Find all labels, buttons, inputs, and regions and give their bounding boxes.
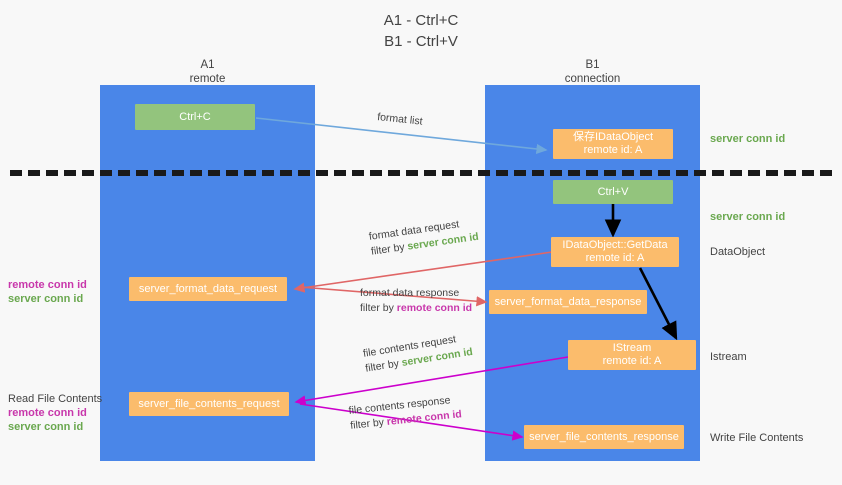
edge-label-format-data-response-token: remote conn id (396, 302, 473, 314)
node-istream-line1: IStream (612, 342, 652, 354)
side-label-dataobject: DataObject (710, 246, 766, 258)
node-server-format-data-response-line1: server_format_data_response (494, 295, 642, 308)
node-server-file-contents-request[interactable]: server_file_contents_request (129, 392, 289, 416)
node-ctrl-c-line1: Ctrl+C (179, 110, 211, 123)
diagram-title: A1 - Ctrl+C B1 - Ctrl+V (0, 10, 842, 52)
node-server-file-contents-response-line1: server_file_contents_response (529, 430, 679, 443)
side-label-left-mid-server: server conn id (8, 293, 84, 305)
edge-label-format-data-response-prefix: filter by (360, 302, 397, 314)
node-idataobject-getdata-line2: remote id: A (585, 252, 645, 264)
node-server-format-data-request[interactable]: server_format_data_request (129, 277, 287, 301)
column-header-a1-sub: remote (189, 73, 226, 85)
side-label-left-bottom-server: server conn id (8, 421, 84, 433)
side-label-left-mid-remote: remote conn id (8, 279, 87, 291)
column-header-a1-name: A1 (200, 59, 215, 71)
column-header-b1-sub: connection (564, 73, 621, 85)
edge-label-format-data-request-prefix: filter by (370, 240, 409, 258)
node-istream[interactable]: IStream remote id: A (568, 340, 696, 370)
side-label-right-top-text: server conn id (710, 133, 786, 145)
side-label-istream: Istream (710, 351, 747, 363)
edge-label-file-contents-request: file contents request filter by server c… (362, 330, 474, 377)
side-label-left-bottom-remote: remote conn id (8, 407, 87, 419)
edge-label-file-contents-response-prefix: filter by (349, 416, 388, 432)
column-header-b1: B1 connection (485, 58, 700, 86)
side-label-right-second: server conn id (710, 210, 785, 224)
side-label-read-file-contents: Read File Contents (8, 393, 103, 405)
node-save-idataobject[interactable]: 保存IDataObject remote id: A (553, 129, 673, 159)
node-server-file-contents-response[interactable]: server_file_contents_response (524, 425, 684, 449)
edge-label-format-data-response-line1: format data response (360, 287, 460, 299)
node-server-format-data-request-line1: server_format_data_request (138, 282, 278, 295)
title-line-1: A1 - Ctrl+C (383, 12, 459, 29)
edge-label-file-contents-response: file contents response filter by remote … (348, 392, 463, 434)
node-save-idataobject-line1: 保存IDataObject (572, 131, 654, 143)
edge-label-format-data-request: format data request filter by server con… (368, 215, 480, 260)
side-label-left-bottom: Read File Contents remote conn id server… (8, 392, 102, 434)
side-label-left-mid: remote conn id server conn id (8, 278, 87, 306)
title-line-2: B1 - Ctrl+V (384, 33, 458, 50)
column-header-a1: A1 remote (100, 58, 315, 86)
node-ctrl-v-line1: Ctrl+V (597, 185, 629, 198)
edge-label-file-contents-request-prefix: filter by (364, 357, 403, 375)
edge-label-format-list-line1: format list (376, 110, 424, 128)
side-label-write-file-contents: Write File Contents (710, 432, 804, 444)
dashed-divider (10, 170, 832, 176)
node-idataobject-getdata-line1: IDataObject::GetData (562, 239, 668, 251)
column-header-b1-name: B1 (585, 59, 600, 71)
node-ctrl-v[interactable]: Ctrl+V (553, 180, 673, 204)
node-server-format-data-response[interactable]: server_format_data_response (489, 290, 647, 314)
node-istream-line2: remote id: A (602, 355, 662, 367)
node-save-idataobject-line2: remote id: A (583, 144, 643, 156)
edge-label-format-data-response: format data response filter by remote co… (360, 286, 472, 316)
side-label-right-second-text: server conn id (710, 211, 786, 223)
edge-label-format-list: format list (376, 110, 424, 130)
side-label-right-top: server conn id (710, 132, 785, 146)
node-server-file-contents-request-line1: server_file_contents_request (138, 397, 280, 410)
node-ctrl-c[interactable]: Ctrl+C (135, 104, 255, 130)
node-idataobject-getdata[interactable]: IDataObject::GetData remote id: A (551, 237, 679, 267)
